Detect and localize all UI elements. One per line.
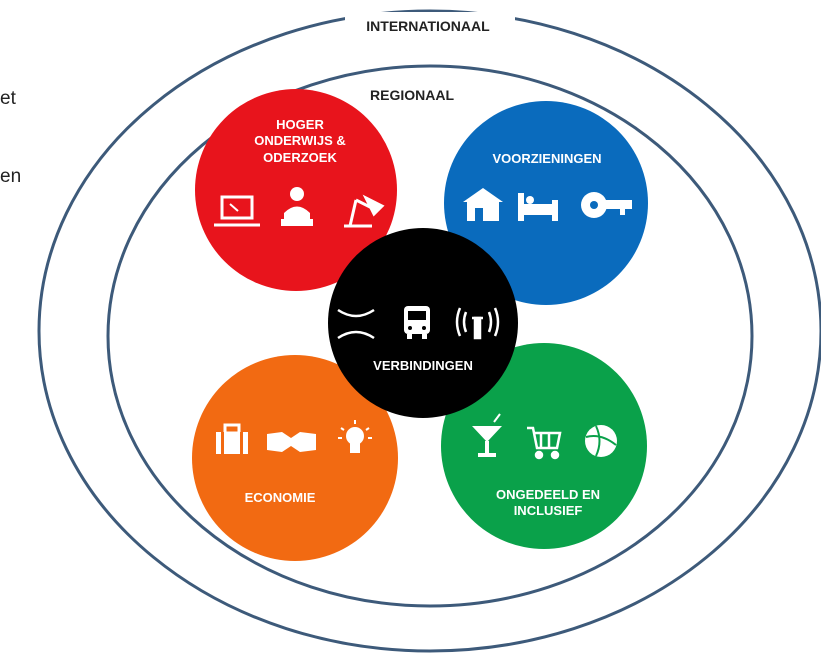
briefcase-icon — [216, 423, 248, 454]
side-text-fragment-2: en — [0, 166, 22, 187]
key-icon — [581, 192, 632, 218]
economie-label: ECONOMIE — [245, 490, 316, 505]
onderwijs-label-line-1: HOGER — [276, 117, 324, 132]
basketball-icon — [585, 425, 617, 457]
onderwijs-label-line-3: ODERZOEK — [263, 150, 337, 165]
circle-onderwijs-onderzoek: HOGER ONDERWIJS & ODERZOEK — [195, 89, 397, 291]
bus-icon — [404, 306, 430, 339]
outer-ring-label-bg — [345, 12, 515, 38]
inner-ring-regional — [106, 64, 754, 608]
circle-verbindingen: VERBINDINGEN — [328, 228, 518, 418]
antenna-icon — [455, 307, 500, 340]
student-reading-icon — [281, 187, 313, 226]
outer-ring-international — [37, 9, 821, 653]
onderwijs-label-line-2: ONDERWIJS & — [254, 133, 346, 148]
inner-ring-label: REGIONAAL — [370, 87, 454, 103]
laptop-icon — [214, 195, 260, 227]
outer-ring-label: INTERNATIONAAL — [366, 18, 490, 34]
circle-voorzieningen: VOORZIENINGEN — [444, 101, 648, 305]
desk-lamp-icon — [344, 194, 385, 228]
cocktail-glass-icon — [472, 413, 502, 457]
circle-ongedeeld-inclusief: ONGEDEELD EN INCLUSIEF — [441, 343, 647, 549]
ongedeeld-label-line-2: INCLUSIEF — [514, 503, 583, 518]
handshake-icon — [267, 432, 316, 452]
road-icon — [337, 308, 375, 340]
circle-economie: ECONOMIE — [192, 355, 398, 561]
side-text-fragment-1: et — [0, 88, 16, 109]
house-icon — [463, 188, 503, 221]
shopping-cart-icon — [527, 426, 562, 460]
lightbulb-icon — [338, 420, 372, 453]
voorzieningen-label: VOORZIENINGEN — [492, 151, 601, 166]
bed-icon — [518, 193, 558, 221]
ongedeeld-label-line-1: ONGEDEELD EN — [496, 487, 600, 502]
verbindingen-label: VERBINDINGEN — [373, 358, 473, 373]
